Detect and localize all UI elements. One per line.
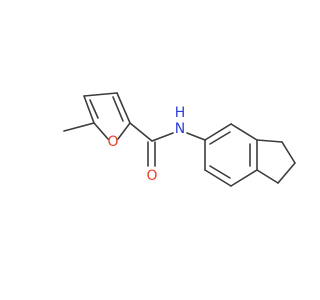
furan-oxygen-label: O	[107, 134, 118, 150]
bond-o1-c2	[117, 122, 131, 140]
benzene-ring	[204, 123, 258, 187]
molecule-structure: O O H N	[63, 92, 296, 187]
carbonyl-oxygen-atom: O	[146, 168, 157, 184]
bond-c-ring-3	[277, 162, 296, 184]
bond-a1-a2-inner	[209, 131, 231, 145]
bond-c-ring-4	[256, 169, 279, 184]
carbonyl-oxygen-label: O	[146, 168, 157, 184]
bond-a1-a2	[204, 123, 232, 141]
cyclopentane-ring	[256, 139, 296, 184]
bond-c5-o1	[93, 122, 109, 140]
structure-canvas: O O H N	[63, 92, 296, 187]
bond-a4-a5	[230, 169, 258, 187]
bond-carbonyl-n	[151, 132, 174, 142]
bond-c3-c4	[83, 92, 118, 97]
bond-a2-a3	[230, 123, 258, 141]
bond-c2-c3-inner	[112, 96, 124, 122]
bond-c2-c3	[116, 92, 131, 124]
amide-group	[129, 122, 206, 167]
amide-nitrogen-atom: H N	[175, 105, 186, 137]
bond-c4-c5-inner	[89, 99, 99, 119]
bond-c-ring-2	[281, 141, 296, 164]
bond-methyl	[63, 122, 95, 132]
bond-n-aryl	[186, 132, 206, 141]
furan-ring	[83, 92, 131, 140]
bond-a5-a6	[204, 169, 232, 187]
bond-c4-c5	[83, 95, 95, 124]
bond-c2-carbonyl	[129, 122, 153, 142]
amide-hydrogen-label: H	[175, 105, 186, 121]
bond-a5-a6-inner	[209, 165, 231, 179]
bond-c-ring-1	[256, 139, 283, 143]
amide-nitrogen-label: N	[175, 121, 185, 137]
furan-oxygen-atom: O	[107, 134, 118, 150]
